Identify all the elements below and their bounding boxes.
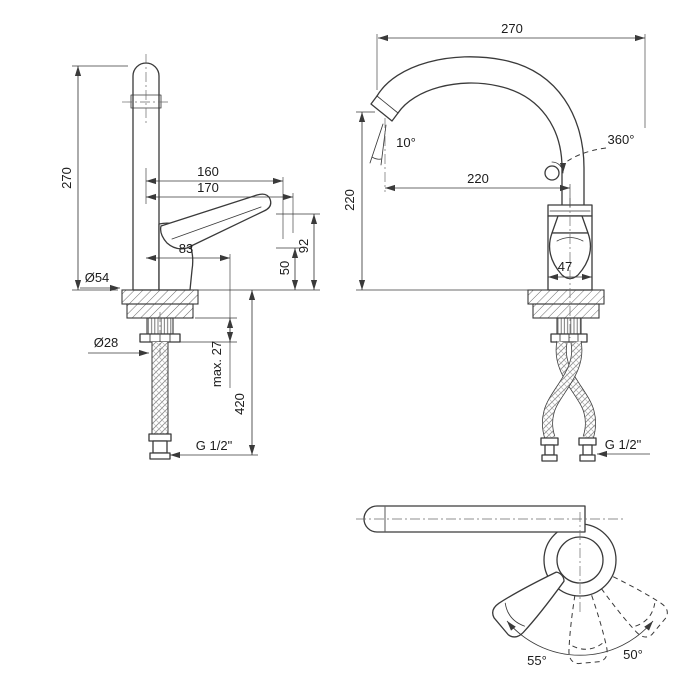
dim-label-overall-reach: 270	[501, 21, 523, 36]
front-faucet-object	[369, 56, 607, 462]
nut-facets-front	[559, 333, 579, 343]
mounting-deck-upper-front	[527, 289, 605, 305]
dim-label-shank-diameter: Ø28	[94, 335, 119, 350]
dim-label-stream-angle: 10°	[396, 135, 416, 150]
dim-label-swing-left: 55°	[527, 653, 547, 668]
lever-outline	[492, 571, 565, 638]
side-dimensions: 270 160 170 83 max. 27 50 92 420	[59, 65, 320, 459]
dim-label-swing-right: 50°	[623, 647, 643, 662]
dim-label-counter-thickness: max. 27	[209, 341, 224, 387]
dim-label-reach-inner: 160	[197, 164, 219, 179]
aerator-band	[370, 95, 399, 122]
dim-label-outlet-height: 220	[342, 189, 357, 211]
lever-position-dashed-mid	[568, 583, 608, 665]
handle-lever	[159, 193, 272, 250]
top-view: 55° 50°	[356, 505, 668, 668]
dim-label-outlet-reach: 220	[467, 171, 489, 186]
dim-label-deck-to-lever: 50	[277, 261, 292, 275]
dim-label-spout-height: 270	[59, 167, 74, 189]
hose-fitting-body	[152, 440, 168, 454]
hose-b-braid	[542, 341, 582, 440]
dim-label-body-diameter: 47	[558, 259, 572, 274]
spout-inner-curve	[397, 82, 563, 206]
front-dimensions: 270 10° 360° 220 220 47 G 1/2"	[342, 21, 650, 458]
dim-label-swivel-range: 360°	[608, 132, 635, 147]
hose-a-fitting-end	[579, 454, 596, 462]
mounting-deck-lower-front	[532, 303, 600, 319]
hose-a-fitting-collar	[578, 437, 597, 446]
dim-label-deck-to-outlet: 92	[296, 239, 311, 253]
hose-fitting-collar	[148, 433, 172, 442]
mounting-deck-upper	[121, 289, 199, 305]
dim-label-reach-outer: 170	[197, 180, 219, 195]
swivel-symbol-circle	[544, 165, 560, 181]
lever-ghost-ridge	[572, 642, 603, 650]
handle-ridge-line	[171, 206, 262, 240]
lever-ghost-ridge	[635, 603, 656, 627]
spout-outer-curve	[376, 56, 585, 206]
hose-fitting-end	[149, 452, 171, 460]
dim-label-thread-front: G 1/2"	[605, 437, 642, 452]
dim-label-base-diameter: Ø54	[85, 270, 110, 285]
hose-a-fitting-body	[582, 444, 593, 456]
side-view: 270 160 170 83 max. 27 50 92 420	[59, 54, 320, 460]
spout-outlet-face	[376, 95, 399, 114]
swing-arc	[506, 620, 654, 656]
front-view: 270 10° 360° 220 220 47 G 1/2"	[342, 21, 650, 462]
dim-label-hose-length: 420	[232, 393, 247, 415]
hose-a-braid	[556, 341, 596, 440]
hose-b-fitting-body	[544, 444, 555, 456]
dim-label-thread-side: G 1/2"	[196, 438, 233, 453]
dim-label-lever-length: 83	[179, 241, 193, 256]
threaded-shank-front	[556, 317, 582, 335]
side-faucet-object	[121, 54, 272, 460]
hose-b-fitting-end	[541, 454, 558, 462]
stream-angle-arc	[371, 156, 382, 160]
lever-ghost-outline	[568, 583, 608, 665]
hose-b-fitting-collar	[540, 437, 559, 446]
swivel-rotation-arrow	[551, 161, 567, 174]
spout-tube-top	[363, 505, 586, 533]
